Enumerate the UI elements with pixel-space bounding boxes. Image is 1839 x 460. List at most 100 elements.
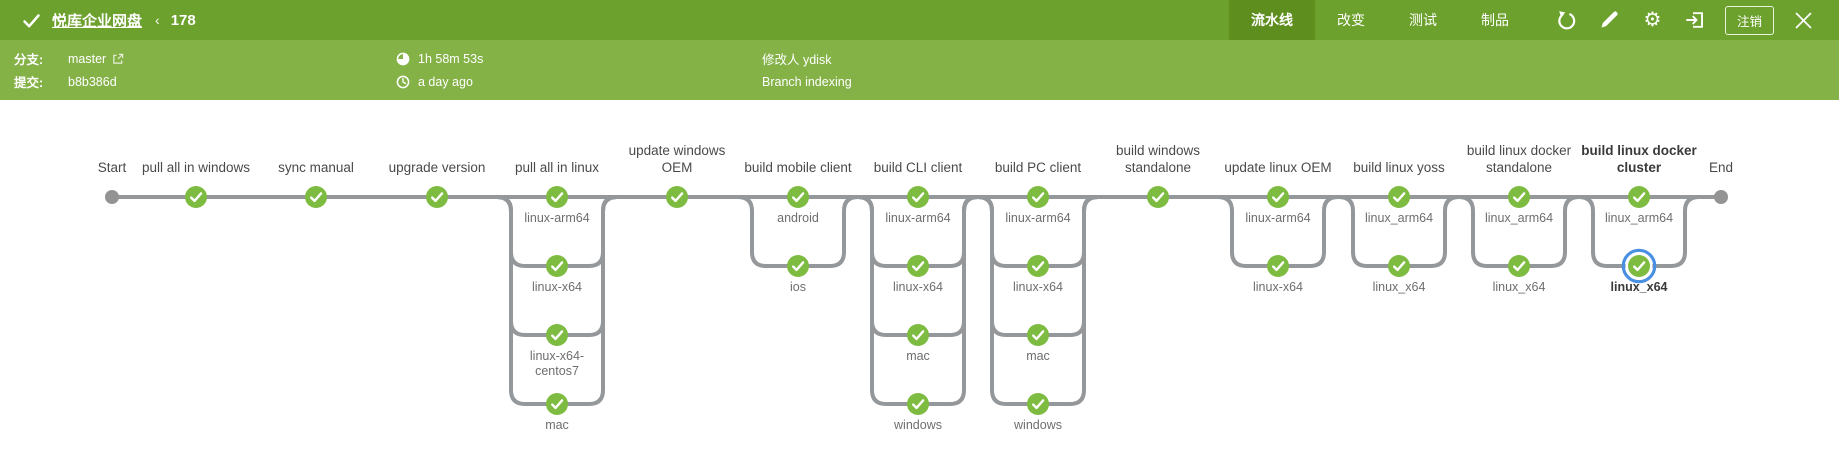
pipeline-graph-area: Start pull all in windows sync manual upgra…: [0, 100, 1839, 460]
end-node[interactable]: [1714, 190, 1728, 204]
close-icon[interactable]: [1782, 0, 1825, 40]
node-upgrade-version[interactable]: [426, 186, 448, 208]
time-column: 1h 58m 53s a day ago: [396, 40, 483, 100]
node-update-linux-oem-linux-x64[interactable]: [1267, 255, 1289, 277]
branch-label-windows: windows: [893, 418, 942, 432]
header-right-group: 流水线 改变 测试 制品 ⚙: [1228, 0, 1839, 40]
node-update-windows-oem[interactable]: [666, 186, 688, 208]
node-build-pc-client-windows[interactable]: [1027, 393, 1049, 415]
run-number: 178: [170, 11, 196, 29]
header-action-icons: ⚙ 注销: [1545, 0, 1839, 40]
branch-value: master: [68, 51, 107, 66]
branch-label-windows: windows: [1013, 418, 1062, 432]
stage-label-pull-all-in-linux: pull all in linux: [515, 160, 599, 175]
run-separator: ‹: [155, 12, 160, 28]
pipeline-name-link[interactable]: 悦库企业网盘: [52, 12, 143, 30]
branch-label-linux-arm64: linux_arm64: [1485, 211, 1553, 225]
pipeline-branch-edge: [977, 195, 1099, 406]
stage-label-upgrade-version: upgrade version: [389, 160, 486, 175]
branch-label-linux-arm64: linux-arm64: [524, 211, 589, 225]
branch-label: 分支:: [14, 53, 44, 67]
start-node[interactable]: [105, 190, 119, 204]
node-build-windows-standalone[interactable]: [1147, 186, 1169, 208]
clock-icon: [396, 75, 410, 89]
branch-label-android: android: [777, 211, 819, 225]
branch-label-mac: mac: [1026, 349, 1050, 363]
node-build-cli-client-windows[interactable]: [907, 393, 929, 415]
pipeline-labels: Start pull all in windows sync manual upgra…: [98, 143, 1733, 432]
pipeline-branch-edge: [857, 195, 979, 406]
commit-label: 提交:: [14, 76, 44, 90]
branch-label-linux-arm64: linux-arm64: [1245, 211, 1310, 225]
node-build-linux-yoss-linux-arm64[interactable]: [1388, 186, 1410, 208]
branch-label-linux-arm64: linux_arm64: [1365, 211, 1433, 225]
run-cause-value: Branch indexing: [762, 74, 852, 89]
selected-node-ring: [1621, 248, 1657, 284]
end-label: End: [1709, 160, 1733, 175]
tab-pipeline[interactable]: 流水线: [1228, 0, 1315, 40]
pipeline-nodes: [105, 186, 1728, 415]
node-pull-all-in-linux-linux-arm64[interactable]: [546, 186, 568, 208]
duration-icon: [396, 52, 410, 66]
node-update-linux-oem-linux-arm64[interactable]: [1267, 186, 1289, 208]
node-pull-all-in-linux-mac[interactable]: [546, 393, 568, 415]
gear-icon[interactable]: ⚙: [1643, 9, 1662, 31]
node-build-linux-docker-cluster-linux-arm64[interactable]: [1628, 186, 1650, 208]
rerun-icon[interactable]: [1545, 0, 1588, 40]
branch-label-ios: ios: [790, 280, 806, 294]
branch-label-linux-arm64: linux-arm64: [1005, 211, 1070, 225]
pencil-icon[interactable]: [1588, 0, 1631, 40]
stage-label-build-linux-yoss: build linux yoss: [1353, 160, 1445, 175]
branch-label-mac: mac: [545, 418, 569, 432]
logout-button[interactable]: 注销: [1724, 5, 1774, 35]
node-build-mobile-client-ios[interactable]: [787, 255, 809, 277]
stage-label-pull-all-in-windows: pull all in windows: [142, 160, 250, 175]
node-build-pc-client-linux-arm64[interactable]: [1027, 186, 1049, 208]
branch-label-linux-arm64: linux-arm64: [885, 211, 950, 225]
branch-commit-column: 分支: master 提交: b8b386d: [14, 40, 124, 100]
external-link-icon[interactable]: [112, 53, 124, 65]
changed-by-value: 修改人 ydisk: [762, 53, 832, 67]
pipeline-graph: Start pull all in windows sync manual upgra…: [98, 143, 1733, 432]
branch-label-linux-x64: linux-x64: [893, 280, 943, 294]
node-build-pc-client-linux-x64[interactable]: [1027, 255, 1049, 277]
branch-label-linux-x64: linux-x64: [532, 280, 582, 294]
commit-value: b8b386d: [68, 74, 117, 89]
node-build-linux-docker-standalone-linux-x64[interactable]: [1508, 255, 1530, 277]
tab-changes[interactable]: 改变: [1336, 12, 1365, 28]
stage-label-build-cli-client: build CLI client: [874, 160, 963, 175]
run-header-bar: 悦库企业网盘 ‹ 178 流水线 改变 测试 制品 ⚙: [0, 0, 1839, 40]
run-title-group: 悦库企业网盘 ‹ 178: [0, 10, 196, 31]
node-build-cli-client-linux-x64[interactable]: [907, 255, 929, 277]
node-build-linux-yoss-linux-x64[interactable]: [1388, 255, 1410, 277]
branch-label-linux-x64: linux_x64: [1493, 280, 1546, 294]
branch-label-linux-x64: linux-x64: [1253, 280, 1303, 294]
pipeline-edges: [106, 195, 1721, 406]
tab-artifacts[interactable]: 制品: [1480, 12, 1509, 28]
branch-label-linux-arm64: linux_arm64: [1605, 211, 1673, 225]
node-pull-all-in-linux-linux-x64[interactable]: [546, 255, 568, 277]
node-pull-all-in-linux-linux-x64-centos7[interactable]: [546, 324, 568, 346]
node-build-linux-docker-cluster-linux-x64[interactable]: [1628, 255, 1650, 277]
node-pull-all-in-windows[interactable]: [185, 186, 207, 208]
node-build-mobile-client-android[interactable]: [787, 186, 809, 208]
stage-label-build-mobile-client: build mobile client: [744, 160, 852, 175]
stage-label-update-linux-oem: update linux OEM: [1224, 160, 1331, 175]
node-build-cli-client-linux-arm64[interactable]: [907, 186, 929, 208]
start-label: Start: [98, 160, 127, 175]
node-build-cli-client-mac[interactable]: [907, 324, 929, 346]
node-sync-manual[interactable]: [305, 186, 327, 208]
stage-label-sync-manual: sync manual: [278, 160, 354, 175]
tab-tests[interactable]: 测试: [1408, 12, 1437, 28]
node-build-linux-docker-standalone-linux-arm64[interactable]: [1508, 186, 1530, 208]
branch-label-linux-x64: linux-x64: [1013, 280, 1063, 294]
node-build-pc-client-mac[interactable]: [1027, 324, 1049, 346]
run-tabs: 流水线 改变 测试 制品: [1228, 0, 1531, 40]
branch-label-linux-x64: linux_x64: [1611, 280, 1668, 294]
exit-to-app-icon[interactable]: [1674, 0, 1717, 40]
